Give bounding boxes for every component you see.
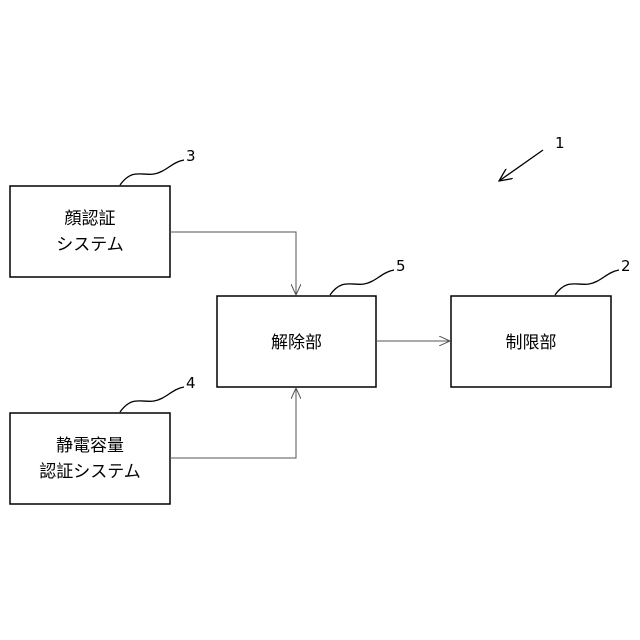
face-auth-block: 顔認証 システム [10,186,170,277]
system-pointer-arrow [499,150,543,181]
face-to-release-connector [170,232,296,295]
restriction-unit-leader-line [555,270,619,295]
capacitive-auth-label-line2: 認証システム [39,462,141,482]
face-auth-label-line1: 顔認証 [65,209,116,229]
release-unit-label: 解除部 [271,333,322,353]
system-ref-number: 1 [555,134,565,152]
capacitive-to-release-connector [170,388,296,458]
restriction-unit-block: 制限部 [451,296,611,387]
face-auth-ref-number: 3 [186,147,196,165]
face-auth-leader-line [120,160,184,185]
release-unit-block: 解除部 [217,296,376,387]
restriction-unit-label: 制限部 [506,333,557,353]
release-unit-ref-number: 5 [396,257,406,275]
face-auth-label-line2: システム [56,235,124,255]
capacitive-auth-label-line1: 静電容量 [56,436,124,456]
capacitive-auth-block: 静電容量 認証システム [10,413,170,504]
restriction-unit-ref-number: 2 [621,257,631,275]
capacitive-auth-ref-number: 4 [186,374,196,392]
release-unit-leader-line [330,270,394,295]
capacitive-auth-leader-line [120,387,184,412]
